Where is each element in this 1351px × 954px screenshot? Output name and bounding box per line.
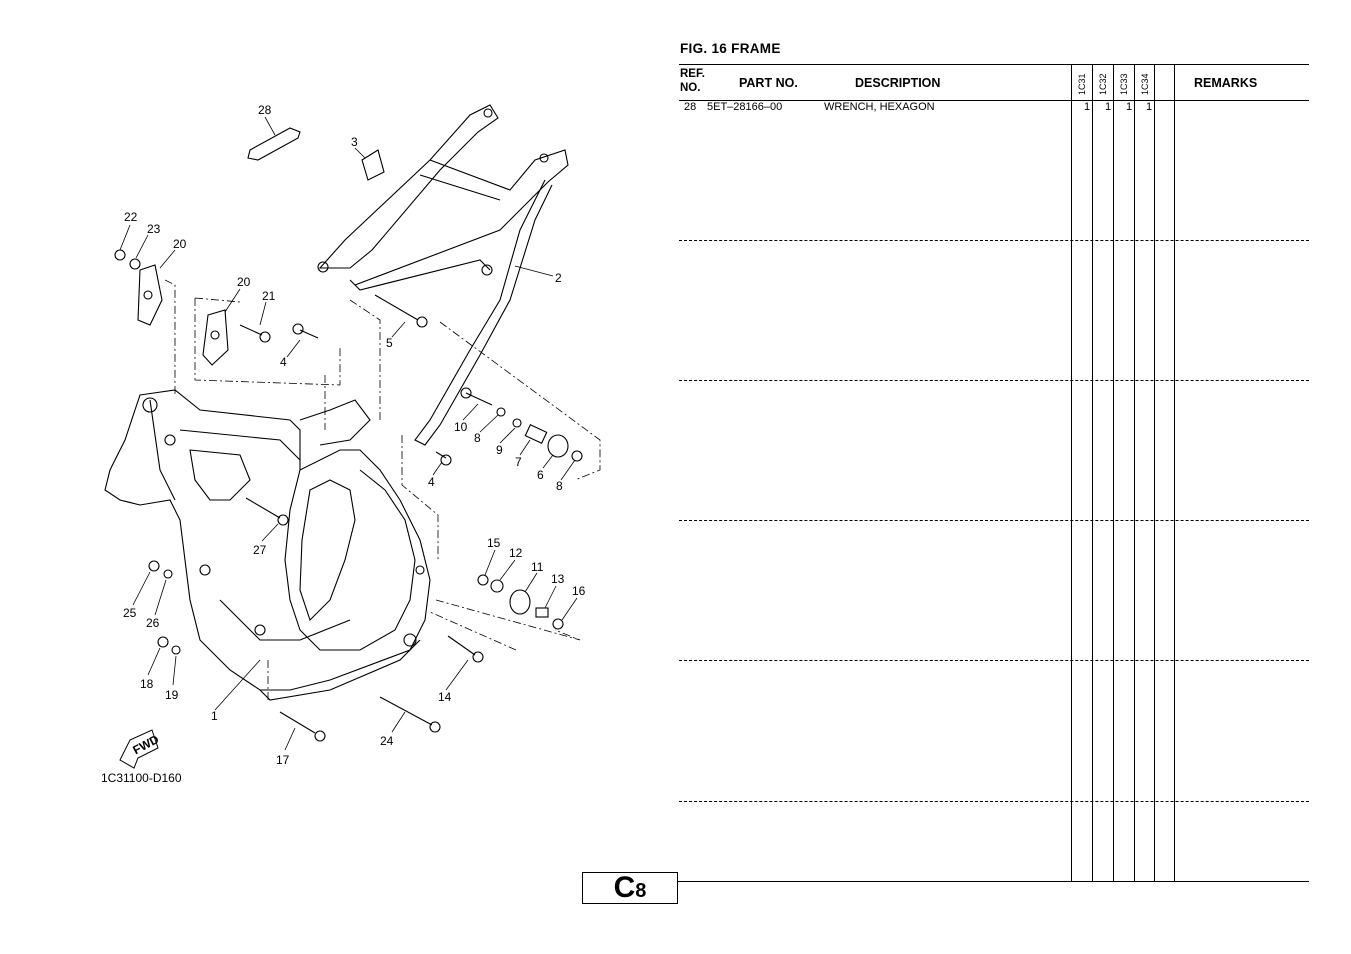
- header-part-no: PART NO.: [739, 76, 798, 90]
- callout: 8: [556, 479, 563, 493]
- header-ref: REF.: [680, 68, 705, 80]
- reference-lines: [164, 279, 601, 700]
- page-letter: C: [613, 871, 636, 904]
- header-remarks: REMARKS: [1194, 76, 1258, 90]
- section-divider: [679, 240, 1309, 241]
- row-part-no: 5ET–28166–00: [707, 101, 783, 113]
- callout: 12: [509, 546, 523, 560]
- callout: 3: [351, 135, 358, 149]
- section-divider: [679, 660, 1309, 661]
- callout: 14: [438, 690, 452, 704]
- header-model-1c34: 1C34: [1140, 73, 1150, 95]
- callout: 13: [551, 572, 565, 586]
- page-number-box: C8: [582, 872, 678, 904]
- frame-exploded-diagram: FWD 28 3 22 23 20 20 21 2 4 5 10 8 9 7 6…: [101, 103, 601, 785]
- frame-drawing: [104, 104, 583, 742]
- row-qty-1c32: 1: [1105, 101, 1112, 113]
- table-bottom-rule: [678, 881, 1309, 882]
- column-divider: [1071, 64, 1072, 882]
- parts-list-table: REF. NO. PART NO. DESCRIPTION 1C31 1C32 …: [679, 64, 1309, 882]
- callout: 23: [147, 222, 161, 236]
- header-model-1c33: 1C33: [1119, 73, 1129, 95]
- row-description: WRENCH, HEXAGON: [824, 101, 935, 113]
- callout: 21: [262, 289, 276, 303]
- callout: 10: [454, 420, 468, 434]
- row-qty-1c31: 1: [1084, 101, 1091, 113]
- callout: 7: [515, 455, 522, 469]
- column-divider: [1154, 64, 1155, 882]
- row-qty-1c33: 1: [1126, 101, 1133, 113]
- section-divider: [679, 380, 1309, 381]
- header-ref-no: NO.: [680, 82, 701, 94]
- header-description: DESCRIPTION: [855, 76, 941, 90]
- callout: 6: [537, 468, 544, 482]
- section-divider: [679, 801, 1309, 802]
- callout: 4: [280, 355, 287, 369]
- callout: 15: [487, 536, 501, 550]
- callout: 26: [146, 616, 160, 630]
- callout: 24: [380, 734, 394, 748]
- figure-code: 1C31100-D160: [101, 771, 182, 785]
- table-top-rule: [679, 64, 1309, 65]
- callout: 4: [428, 475, 435, 489]
- section-divider: [679, 520, 1309, 521]
- callout: 9: [496, 443, 503, 457]
- column-divider: [1174, 64, 1175, 882]
- table-header-rule: [679, 100, 1309, 101]
- row-qty-1c34: 1: [1146, 101, 1153, 113]
- callout: 8: [474, 431, 481, 445]
- callout: 22: [124, 210, 138, 224]
- column-divider: [1092, 64, 1093, 882]
- header-model-1c32: 1C32: [1098, 73, 1108, 95]
- callout: 2: [555, 271, 562, 285]
- callout: 11: [531, 560, 544, 574]
- callout: 25: [123, 606, 137, 620]
- callout: 28: [258, 103, 272, 117]
- fwd-arrow-icon: FWD: [119, 729, 161, 769]
- page-number: 8: [635, 880, 647, 902]
- callout: 20: [173, 237, 187, 251]
- callout: 27: [253, 543, 267, 557]
- callout: 19: [165, 688, 179, 702]
- callout: 1: [211, 709, 218, 723]
- callout: 16: [572, 584, 586, 598]
- figure-title: FIG. 16 FRAME: [680, 41, 781, 56]
- fwd-label: FWD: [130, 732, 161, 757]
- callout: 5: [386, 336, 393, 350]
- column-divider: [1134, 64, 1135, 882]
- header-model-1c31: 1C31: [1077, 73, 1087, 95]
- row-ref: 28: [684, 101, 697, 113]
- callout-labels: 28 3 22 23 20 20 21 2 4 5 10 8 9 7 6 8 4…: [123, 103, 586, 767]
- column-divider: [1113, 64, 1114, 882]
- leader-lines: [119, 116, 578, 751]
- callout: 17: [276, 753, 290, 767]
- callout: 20: [237, 275, 251, 289]
- callout: 18: [140, 677, 154, 691]
